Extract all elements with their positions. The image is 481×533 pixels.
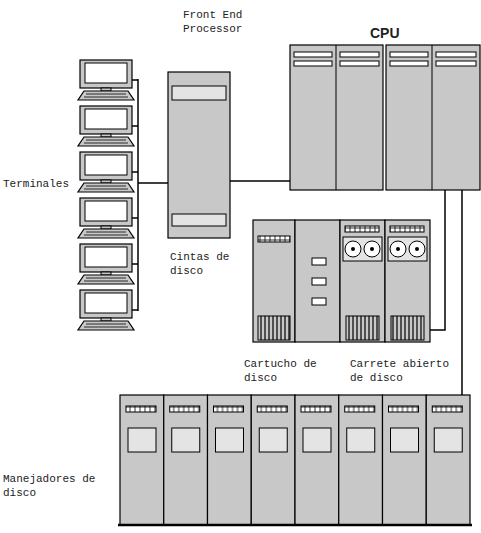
equipment-label: Cintas de disco [170, 250, 234, 278]
tape-units-cabinet [253, 220, 430, 342]
terminal-icons [78, 60, 138, 330]
disk-drive [426, 395, 470, 525]
cpu-cabinets-part [436, 52, 476, 57]
disk-drive [251, 395, 295, 525]
cpu-cabinets-part [340, 52, 379, 57]
front-end-processor: Front End Processor [168, 72, 230, 238]
cpu-cabinets-part [294, 61, 332, 66]
terminal-icon [78, 152, 138, 192]
tape-units-cabinet-part [364, 241, 380, 257]
front-end-processor-cabinet [168, 72, 230, 238]
equipment-label: Terminales [3, 177, 75, 191]
terminal-icon [78, 60, 138, 100]
equipment-label: CPU [370, 25, 430, 42]
tape-units-cabinet-part [385, 220, 430, 342]
tape-units-cabinet-part [345, 241, 361, 257]
open-reel-label: Carrete abierto de disco [350, 357, 452, 385]
tape-units-cabinet-part [396, 247, 400, 251]
terminal-icon [78, 244, 138, 284]
cpu-cabinets [290, 45, 480, 190]
disk-drive [208, 395, 252, 525]
cpu-cabinets-part [294, 52, 332, 57]
tape-units-cabinet-part [390, 241, 406, 257]
tape-units: Cintas de disco [253, 220, 430, 342]
tape-units-cabinet-part [312, 258, 326, 265]
front-end-processor-cabinet-part [168, 72, 230, 238]
cpu-cabinets-part [390, 52, 428, 57]
disk-drive [164, 395, 208, 525]
cpu-cabinets-part [386, 45, 480, 190]
disk-drive-cabinets-part [118, 524, 472, 527]
tape-units-cabinet-part [370, 247, 374, 251]
cpu-cabinets-part [390, 61, 428, 66]
disk-drive-cabinets [118, 395, 472, 525]
tape-units-cabinet-part [390, 226, 424, 232]
tape-units-cabinet-part [409, 241, 425, 257]
cable-connector [138, 182, 168, 184]
tape-units-cabinet-part [312, 298, 326, 305]
tape-units-cabinet-part [258, 316, 290, 340]
equipment-label: Front End Processor [183, 8, 249, 36]
terminal-bus [137, 79, 139, 311]
equipment-label: Manejadores de disco [3, 472, 103, 500]
tape-units-cabinet-part [346, 316, 379, 340]
cable-connector [230, 180, 290, 182]
tape-units-cabinet-part [415, 247, 419, 251]
front-end-processor-cabinet-part [172, 86, 226, 100]
terminal-group: Terminales [76, 58, 138, 338]
disk-drive [120, 395, 164, 525]
cpu-cabinets-part [340, 61, 379, 66]
tape-units-cabinet-part [391, 316, 424, 340]
tape-units-cabinet-part [258, 236, 290, 242]
front-end-processor-cabinet-part [172, 214, 226, 226]
cpu: CPU [290, 45, 480, 190]
tape-units-cabinet-part [340, 220, 385, 342]
tape-units-cabinet-part [388, 237, 427, 261]
disk-drives: Manejadores de disco [120, 395, 470, 525]
tape-units-cabinet-part [345, 226, 379, 232]
terminal-icon [78, 198, 138, 238]
tape-units-cabinet-part [312, 278, 326, 285]
tape-units-cabinet-part [253, 220, 295, 342]
cable-connector [461, 190, 463, 395]
cpu-cabinets-part [336, 45, 337, 190]
tape-units-cabinet-part [343, 237, 382, 261]
cpu-cabinets-part [436, 61, 476, 66]
terminal-icon [78, 290, 138, 330]
tape-units-cabinet-part [295, 220, 340, 342]
terminal-icon [78, 106, 138, 146]
cpu-cabinets-part [290, 45, 383, 190]
tape-units-cabinet-part [351, 247, 355, 251]
cpu-cabinets-part [432, 45, 433, 190]
disk-drive [339, 395, 383, 525]
disk-drive [295, 395, 339, 525]
cable-connector [430, 190, 445, 330]
disk-drive [383, 395, 427, 525]
tape-cartridge-label: Cartucho de disco [244, 357, 328, 385]
